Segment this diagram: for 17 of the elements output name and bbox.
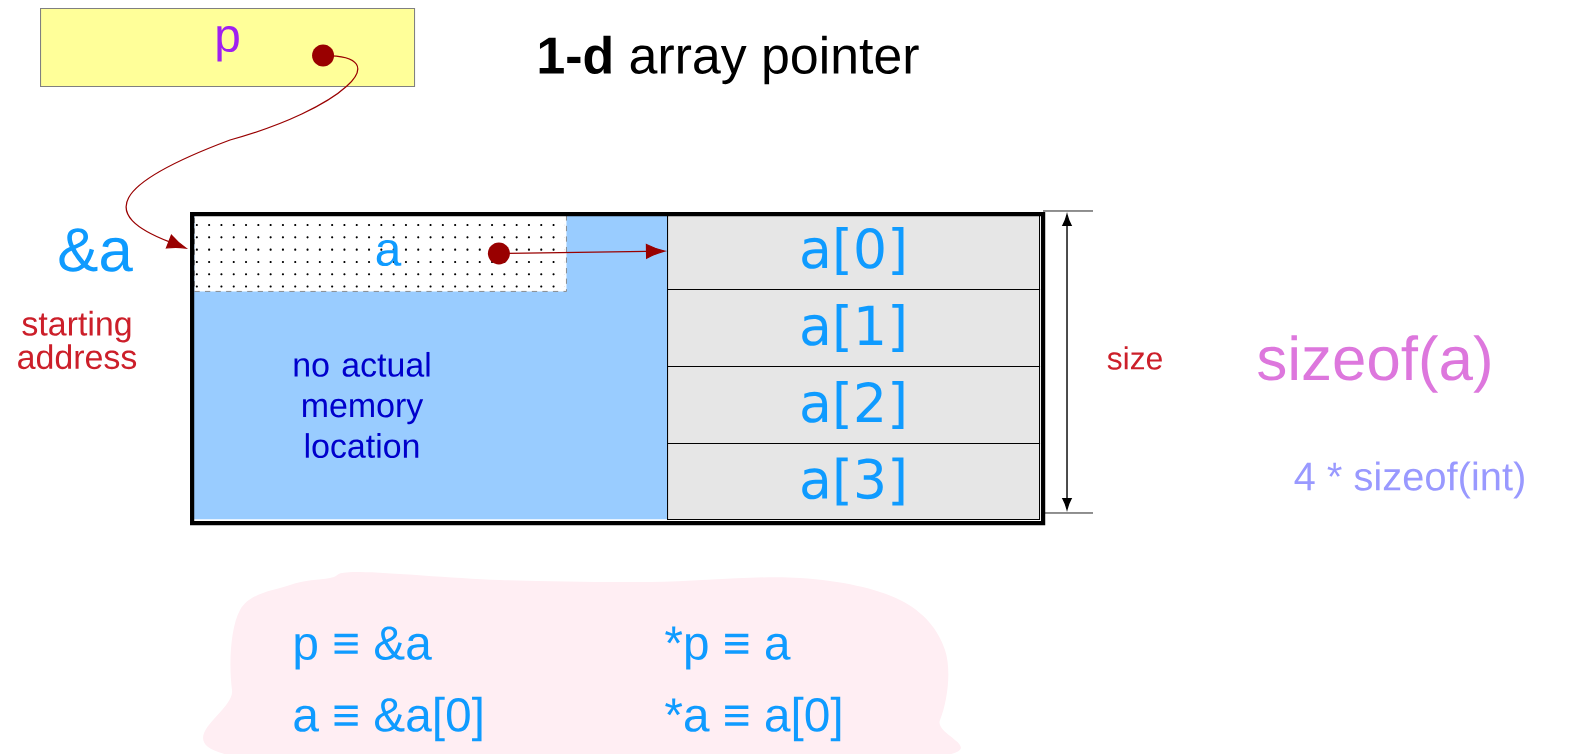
arrow — [487, 242, 666, 265]
array-cell: a[3] — [667, 443, 1041, 521]
pointer-cell: a — [376, 239, 402, 267]
caption-text: starting address — [18, 310, 137, 370]
dimension-label: size — [1107, 346, 1162, 370]
arrow — [125, 44, 359, 249]
array-cell: a[1] — [667, 289, 1041, 368]
array-box — [190, 212, 1046, 526]
formula-text: sizeof(a) — [1258, 335, 1490, 393]
note-cloud: p ≡ &a *p ≡ a a ≡ &a[0] *a ≡ a[0] — [203, 572, 961, 754]
pointer-cell — [194, 215, 567, 292]
array-cell: a[2] — [667, 366, 1041, 445]
variable-box: p — [40, 8, 416, 88]
formula-text: 4 * sizeof(int) — [1294, 461, 1524, 499]
title: 1-d array pointer — [539, 35, 919, 85]
address-label: &a — [59, 228, 133, 272]
array-cell: a[0] — [667, 212, 1041, 291]
